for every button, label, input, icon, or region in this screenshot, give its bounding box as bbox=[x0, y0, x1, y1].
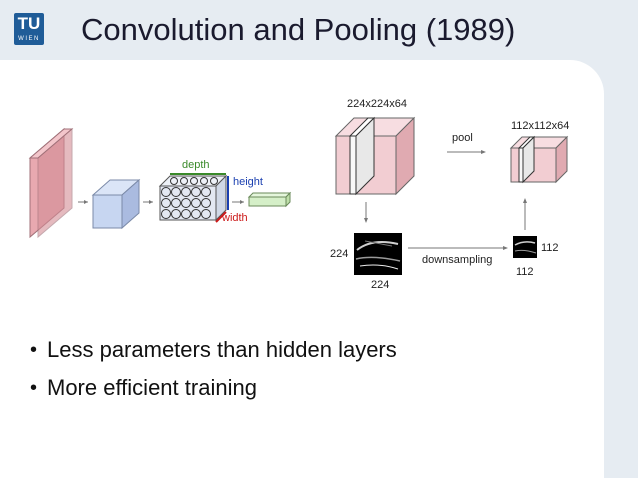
output-bar bbox=[247, 191, 292, 208]
output-bottom-label: 112 bbox=[516, 266, 534, 278]
output-side-label: 112 bbox=[541, 242, 559, 254]
downsampling-label: downsampling bbox=[422, 254, 493, 266]
bullet-dot-icon: • bbox=[30, 339, 38, 361]
bullet-text: Less parameters than hidden layers bbox=[47, 337, 397, 362]
slide-title: Convolution and Pooling (1989) bbox=[81, 12, 516, 47]
height-label: height bbox=[233, 176, 263, 188]
input-size-label: 224x224x64 bbox=[347, 98, 407, 110]
input-bottom-label: 224 bbox=[371, 279, 390, 291]
conv-volume-cube bbox=[91, 178, 141, 230]
bullet-text: More efficient training bbox=[47, 375, 257, 400]
input-side-label: 224 bbox=[330, 248, 349, 260]
tu-wien-logo: TU WIEN bbox=[14, 13, 44, 45]
logo-wien-text: WIEN bbox=[18, 36, 40, 42]
slide-content: depth height width 224x224x64 112x112x64… bbox=[0, 60, 604, 478]
depth-label: depth bbox=[182, 159, 210, 171]
cnn-diagram bbox=[28, 116, 569, 275]
input-layer-slab bbox=[28, 127, 74, 239]
pool-label: pool bbox=[452, 132, 473, 144]
feature-map-112 bbox=[513, 236, 537, 258]
logo-tu-text: TU bbox=[17, 14, 41, 33]
pooled-size-label: 112x112x64 bbox=[511, 120, 570, 132]
bullet-dot-icon: • bbox=[30, 377, 38, 399]
input-volume-224 bbox=[334, 116, 416, 196]
feature-map-224 bbox=[354, 233, 402, 275]
width-label: width bbox=[222, 212, 248, 224]
slide-header: TU WIEN Convolution and Pooling (1989) bbox=[0, 0, 638, 60]
pooled-volume-112 bbox=[509, 135, 569, 184]
neuron-block bbox=[158, 173, 229, 223]
